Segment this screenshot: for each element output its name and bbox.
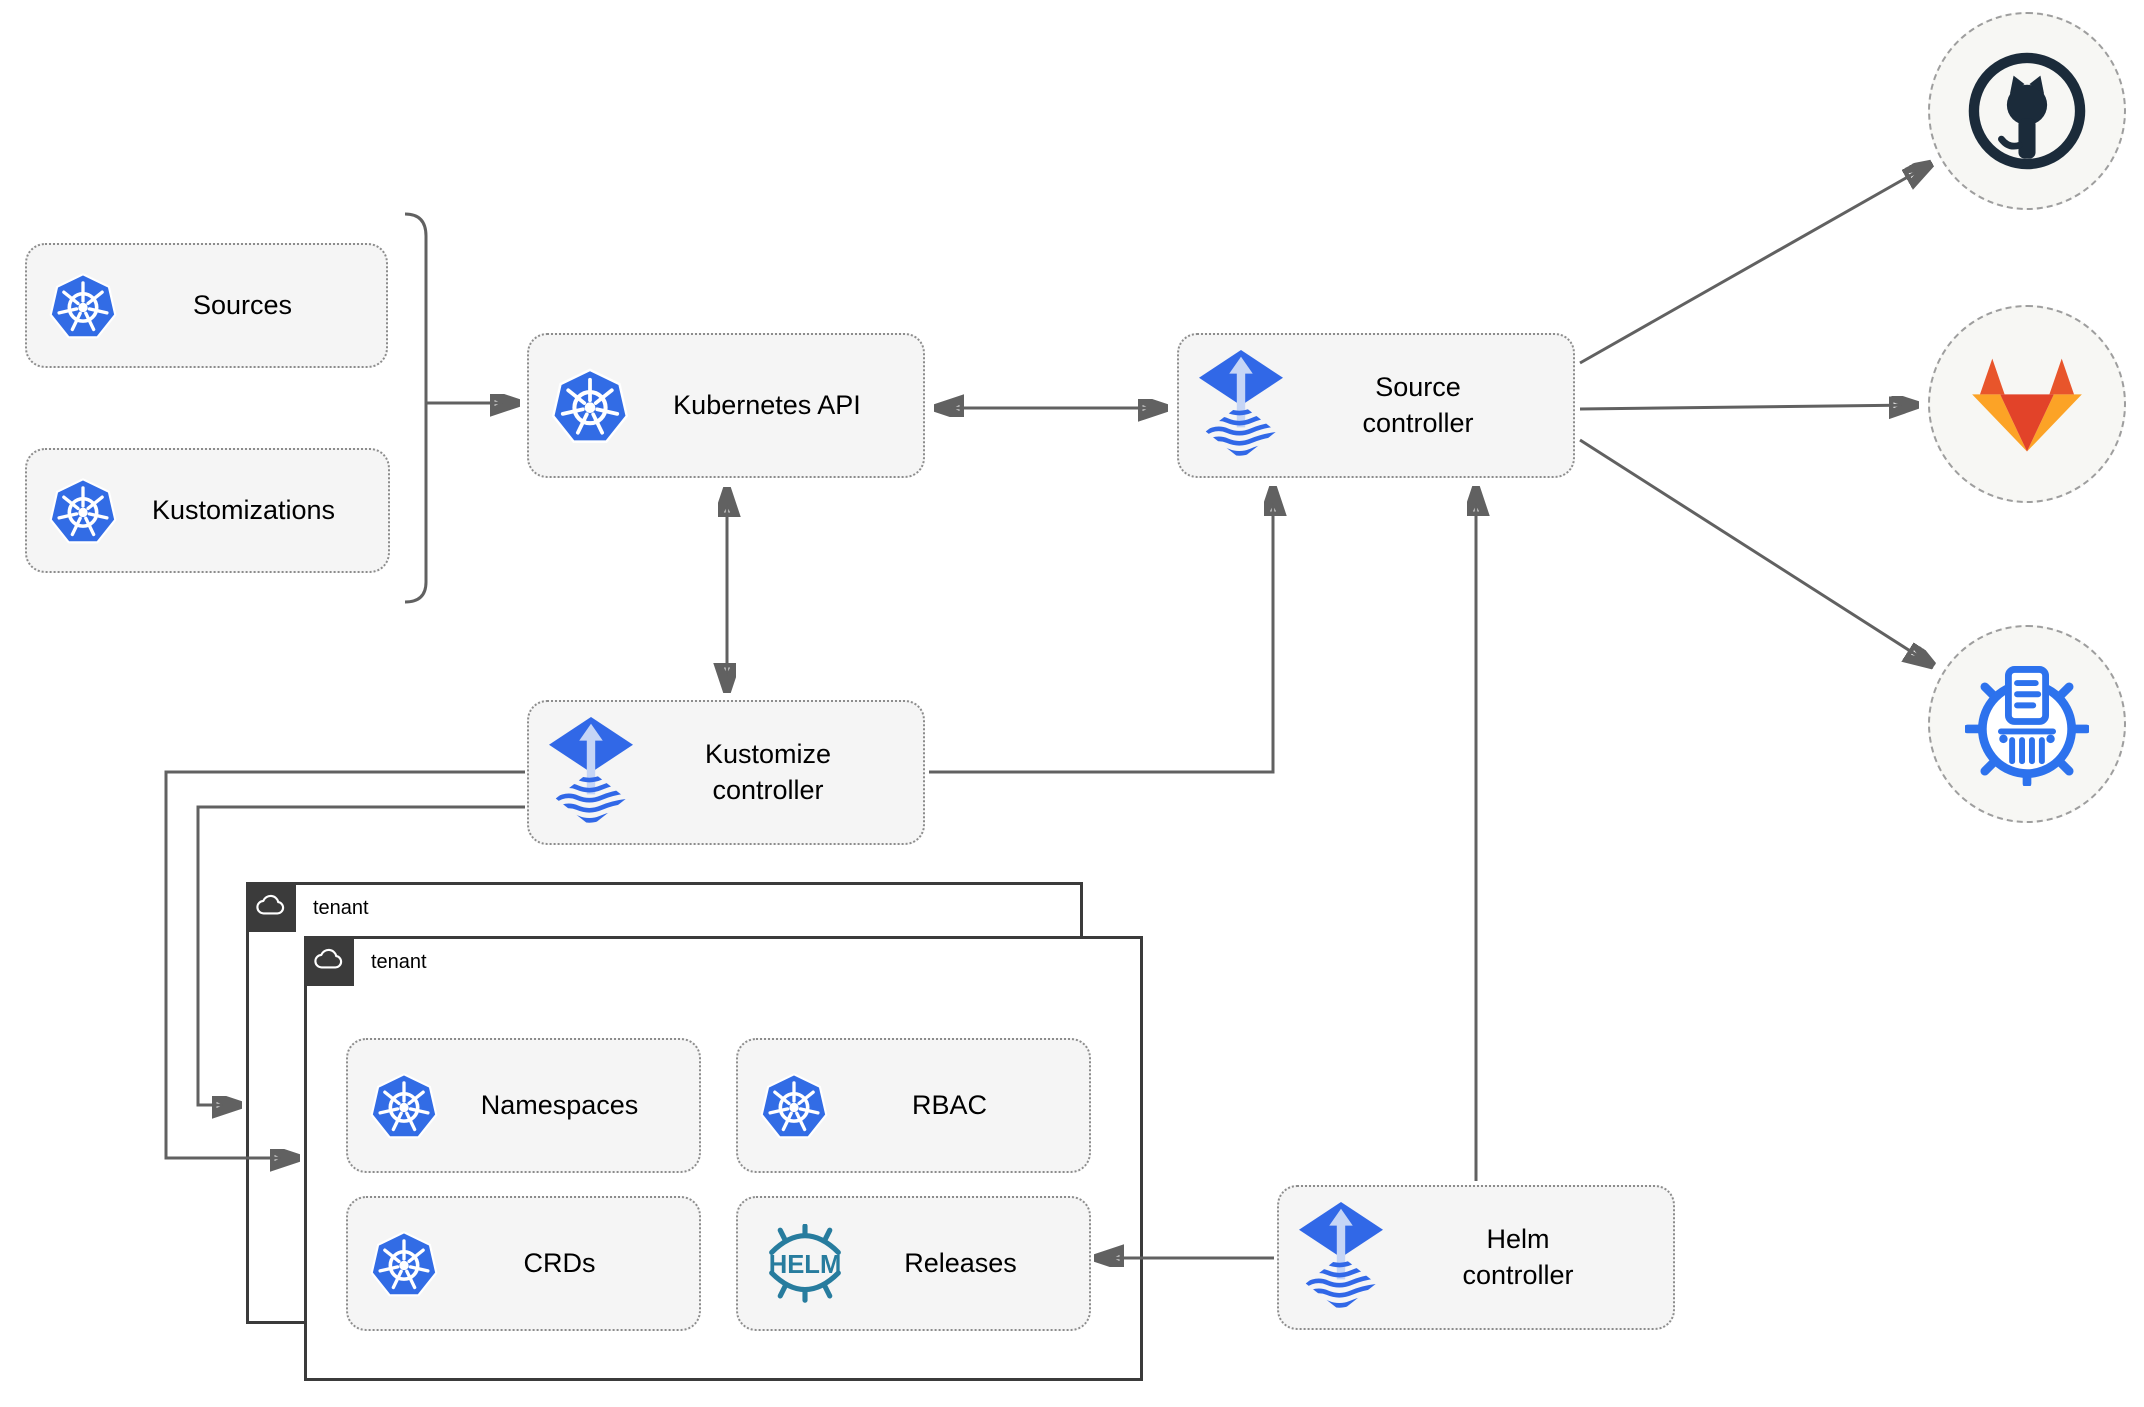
node-label-line1: Source	[1375, 372, 1461, 403]
node-label: CRDs	[523, 1247, 596, 1278]
cloud-icon	[312, 944, 346, 978]
github-repository	[1928, 12, 2126, 210]
node-label: Namespaces	[480, 1089, 639, 1120]
bracket-sources-kustomizations	[404, 212, 428, 604]
chartmuseum-icon	[1965, 662, 2089, 786]
node-label-line2: controller	[712, 774, 824, 805]
tenant-box-front: tenant Namespaces RBAC CRDs	[304, 936, 1143, 1381]
helm-icon: HELM	[758, 1224, 852, 1303]
flux-icon	[1199, 350, 1283, 461]
node-label: Sources	[192, 289, 293, 320]
kubernetes-icon	[368, 1070, 440, 1142]
node-releases: HELM Releases	[736, 1196, 1091, 1331]
gitlab-icon	[1971, 353, 2083, 456]
node-label: RBAC	[911, 1089, 987, 1120]
kubernetes-icon	[549, 365, 631, 447]
node-source-controller: Source controller	[1177, 333, 1575, 478]
kubernetes-icon	[47, 270, 119, 342]
helm-repository	[1928, 625, 2126, 823]
edge-source-to-helm-repository	[1579, 438, 1929, 663]
tenant-label: tenant	[371, 951, 427, 973]
tenant-badge	[304, 936, 354, 986]
node-label-line1: Helm	[1486, 1224, 1550, 1255]
node-kustomize-controller: Kustomize controller	[527, 700, 925, 845]
github-icon	[1966, 50, 2088, 172]
tenant-label: tenant	[313, 897, 369, 919]
flux-icon	[549, 717, 633, 828]
node-label: Kustomizations	[151, 494, 336, 525]
helm-logo-text: HELM	[769, 1251, 842, 1279]
gitlab-repository	[1928, 305, 2126, 503]
tenant-badge	[246, 882, 296, 932]
edge-source-to-github	[1579, 166, 1927, 365]
cloud-icon	[254, 890, 288, 924]
node-kubernetes-api: Kubernetes API	[527, 333, 925, 478]
node-namespaces: Namespaces	[346, 1038, 701, 1173]
node-label: Source controller	[1283, 370, 1553, 440]
flux-icon	[1299, 1202, 1383, 1313]
edge-kustomize-to-source	[929, 492, 1273, 774]
node-label-line1: Kustomize	[704, 739, 832, 770]
node-crds: CRDs	[346, 1196, 701, 1331]
kubernetes-icon	[47, 475, 119, 547]
node-sources: Sources	[25, 243, 388, 368]
edge-source-to-gitlab	[1579, 405, 1913, 409]
kubernetes-icon	[758, 1070, 830, 1142]
node-label-line2: controller	[1362, 407, 1474, 438]
kubernetes-icon	[368, 1228, 440, 1300]
node-helm-controller: Helm controller	[1277, 1185, 1675, 1330]
node-rbac: RBAC	[736, 1038, 1091, 1173]
node-label: Releases	[904, 1247, 1017, 1278]
node-kustomizations: Kustomizations	[25, 448, 390, 573]
node-label: Kubernetes API	[673, 389, 861, 420]
node-label: Helm controller	[1383, 1222, 1653, 1292]
node-label-line2: controller	[1462, 1259, 1574, 1290]
node-label: Kustomize controller	[633, 737, 903, 807]
